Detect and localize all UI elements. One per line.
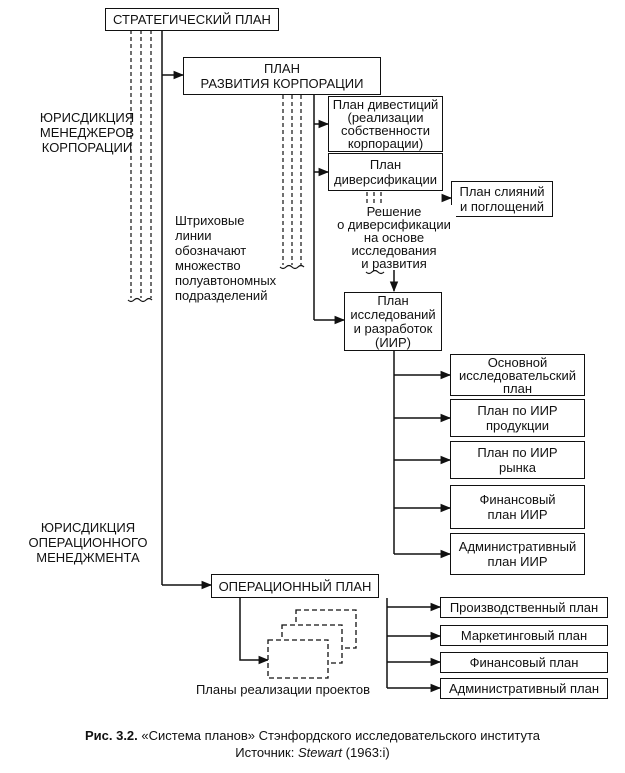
financial-rnd-line-1: Финансовый <box>479 492 556 507</box>
dashed-note-line-2: линии <box>175 228 212 243</box>
project-plans-text: Планы реализации проектов <box>195 682 371 697</box>
product-rnd-line-2: продукции <box>486 418 549 433</box>
dashed-note-line-6: подразделений <box>175 288 268 303</box>
rnd-line-2: исследований <box>350 306 436 322</box>
operational-plan-box: ОПЕРАЦИОННЫЙ ПЛАН <box>211 574 379 598</box>
production-plan-box: Производственный план <box>440 597 608 618</box>
source-prefix: Источник: <box>235 745 295 760</box>
divestment-line-2: (реализации <box>347 110 424 125</box>
basic-research-line-2: исследовательский <box>459 367 576 383</box>
dashed-note-line-4: множество <box>175 258 241 273</box>
diversification-line-2: диверсификации <box>334 172 437 187</box>
project-plans-label: Планы реализации проектов <box>183 682 383 697</box>
production-plan-label: Производственный план <box>449 600 599 615</box>
mergers-line-1: План слияний <box>459 184 545 199</box>
administrative-plan-box: Административный план <box>440 678 608 699</box>
dashed-note-line-5: полуавтономных <box>175 273 277 288</box>
basic-research-plan-box: Основной исследовательский план <box>450 354 585 396</box>
financial-plan-label: Финансовый план <box>469 655 579 670</box>
decision-line-3: на основе <box>363 230 425 245</box>
rnd-line-4: (ИИР) <box>374 334 412 350</box>
divestment-plan-box: План дивестиций (реализации собственност… <box>328 96 443 152</box>
ops-jurisdiction-line-3: МЕНЕДЖМЕНТА <box>36 550 140 565</box>
figure-title: «Система планов» Стэнфордского исследова… <box>141 728 541 743</box>
admin-rnd-line-1: Административный <box>458 539 577 554</box>
market-rnd-line-1: План по ИИР <box>477 445 558 460</box>
dashed-lines-note: Штриховые линии обозначают множество пол… <box>175 213 295 303</box>
dashed-note-line-1: Штриховые <box>175 213 245 228</box>
corporate-development-plan-box: ПЛАН РАЗВИТИЯ КОРПОРАЦИИ <box>183 57 381 95</box>
dashed-note-line-3: обозначают <box>175 243 247 258</box>
source-reference: (1963:i) <box>345 745 390 760</box>
caption-source-line: Источник: Stewart (1963:i) <box>0 744 625 761</box>
source-author: Stewart <box>297 745 343 760</box>
market-rnd-plan-box: План по ИИР рынка <box>450 441 585 479</box>
financial-plan-box: Финансовый план <box>440 652 608 673</box>
decision-line-2: о диверсификации <box>337 217 451 232</box>
ops-jurisdiction-line-2: ОПЕРАЦИОННОГО <box>28 535 148 550</box>
figure-caption: Рис. 3.2. «Система планов» Стэнфордского… <box>0 727 625 761</box>
decision-line-4: исследования <box>351 243 437 258</box>
strategic-plan-label: СТРАТЕГИЧЕСКИЙ ПЛАН <box>113 12 271 27</box>
operational-plan-label: ОПЕРАЦИОННЫЙ ПЛАН <box>218 578 372 594</box>
rnd-plan-box: План исследований и разработок (ИИР) <box>344 292 442 351</box>
ops-jurisdiction-line-1: ЮРИСДИКЦИЯ <box>40 520 136 535</box>
financial-rnd-plan-box: Финансовый план ИИР <box>450 485 585 529</box>
divestment-line-3: собственности <box>341 123 430 138</box>
mergers-line-2: и поглощений <box>459 199 545 214</box>
decision-line-1: Решение <box>366 204 422 219</box>
marketing-plan-box: Маркетинговый план <box>440 625 608 646</box>
marketing-plan-label: Маркетинговый план <box>460 628 588 643</box>
corp-dev-line-2: РАЗВИТИЯ КОРПОРАЦИИ <box>200 76 364 91</box>
diversification-plan-box: План диверсификации <box>328 153 443 191</box>
product-rnd-line-1: План по ИИР <box>477 403 558 418</box>
diversification-line-1: План <box>369 157 402 172</box>
operational-management-jurisdiction-label: ЮРИСДИКЦИЯ ОПЕРАЦИОННОГО МЕНЕДЖМЕНТА <box>24 520 152 565</box>
caption-title-line: Рис. 3.2. «Система планов» Стэнфордского… <box>0 727 625 744</box>
market-rnd-line-2: рынка <box>499 460 536 475</box>
strategic-plan-box: СТРАТЕГИЧЕСКИЙ ПЛАН <box>105 8 279 31</box>
admin-rnd-plan-box: Административный план ИИР <box>450 533 585 575</box>
corp-dev-line-1: ПЛАН <box>264 61 300 76</box>
basic-research-line-3: план <box>502 380 533 396</box>
admin-rnd-line-2: план ИИР <box>487 554 548 569</box>
corporate-managers-jurisdiction-label: ЮРИСДИКЦИЯ МЕНЕДЖЕРОВ КОРПОРАЦИИ <box>28 110 146 155</box>
diversification-decision-label: Решение о диверсификации на основе иссле… <box>332 205 456 270</box>
corp-jurisdiction-line-1: ЮРИСДИКЦИЯ <box>39 110 135 125</box>
financial-rnd-line-2: план ИИР <box>487 507 548 522</box>
mergers-plan-box: План слияний и поглощений <box>451 181 553 217</box>
product-rnd-plan-box: План по ИИР продукции <box>450 399 585 437</box>
rnd-line-1: План <box>377 292 409 308</box>
corp-jurisdiction-line-2: МЕНЕДЖЕРОВ <box>39 125 135 140</box>
corp-jurisdiction-line-3: КОРПОРАЦИИ <box>41 140 133 155</box>
rnd-line-3: и разработок <box>353 320 433 336</box>
figure-number: Рис. 3.2. <box>84 728 138 743</box>
divestment-line-4: корпорации) <box>347 136 424 151</box>
divestment-line-1: План дивестиций <box>332 97 439 112</box>
decision-line-5: и развития <box>361 256 427 271</box>
basic-research-line-1: Основной <box>487 354 548 370</box>
administrative-plan-label: Административный план <box>448 681 600 696</box>
